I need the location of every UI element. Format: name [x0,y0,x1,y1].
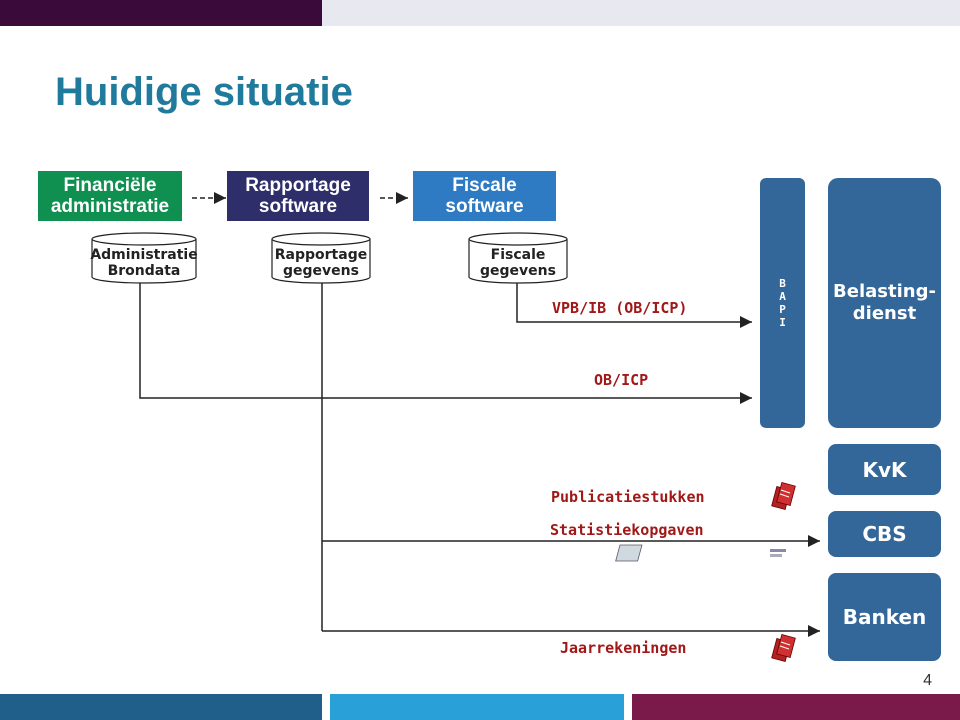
kvk-box: KvK [828,444,941,495]
footer-bar-dark [0,694,322,720]
flow-label-vpb: VPB/IB (OB/ICP) [552,299,688,317]
bapi-letter: A [779,290,786,303]
flow-label-statistiek: Statistiekopgaven [550,521,704,539]
db-line-1: Fiscale [490,247,546,263]
footer-bar-cyan [330,694,624,720]
page-number: 4 [923,672,932,689]
bapi-letter: P [779,303,786,316]
db-line-2: gegevens [283,263,359,279]
database-label-2: Rapportage gegevens [262,247,380,279]
financiele-administratie-box: Financiële administratie [38,171,182,221]
box-line-2: software [445,196,524,217]
db-line-1: Administratie [90,247,198,263]
db-line-1: Rapportage [274,247,368,263]
page-title: Huidige situatie [55,70,353,114]
footer-bar-purple [632,694,960,720]
db-line-2: Brondata [107,263,181,279]
db-line-2: gegevens [480,263,556,279]
database-shape-3 [468,232,568,284]
cbs-box: CBS [828,511,941,557]
belastingdienst-box: Belasting- dienst [828,178,941,428]
belastingdienst-line-2: dienst [852,303,917,324]
bapi-letter: I [779,316,786,329]
bapi-letter: B [779,277,786,290]
belastingdienst-line-1: Belasting- [833,281,936,302]
bapi-box: B A P I [760,178,805,428]
header-bar-light [322,0,960,26]
box-line-1: Fiscale [452,175,517,196]
banken-box: Banken [828,573,941,661]
database-shape-2 [271,232,371,284]
banken-label: Banken [842,605,927,629]
header-bar-dark [0,0,322,26]
flow-label-obicp: OB/ICP [594,371,649,389]
cbs-label: CBS [862,522,907,546]
fiscale-software-box: Fiscale software [413,171,556,221]
database-shape-1 [91,232,197,284]
box-line-2: administratie [50,196,170,217]
flow-line-obicp [139,283,752,404]
box-line-1: Rapportage [245,175,351,196]
box-line-2: software [258,196,338,217]
document-stack-icon-publicatie [771,482,796,510]
box-line-1: Financiële [63,175,157,196]
database-label-1: Administratie Brondata [80,247,208,279]
document-stack-icon-jaarrekeningen [771,634,796,662]
rapportage-software-box: Rapportage software [227,171,369,221]
flow-label-publicatie: Publicatiestukken [551,488,705,506]
flow-line-vpb [516,283,752,328]
kvk-label: KvK [862,457,907,482]
database-label-3: Fiscale gegevens [459,247,577,279]
report-icon-statistiek [615,544,786,562]
flow-label-jaarrekeningen: Jaarrekeningen [560,639,687,657]
